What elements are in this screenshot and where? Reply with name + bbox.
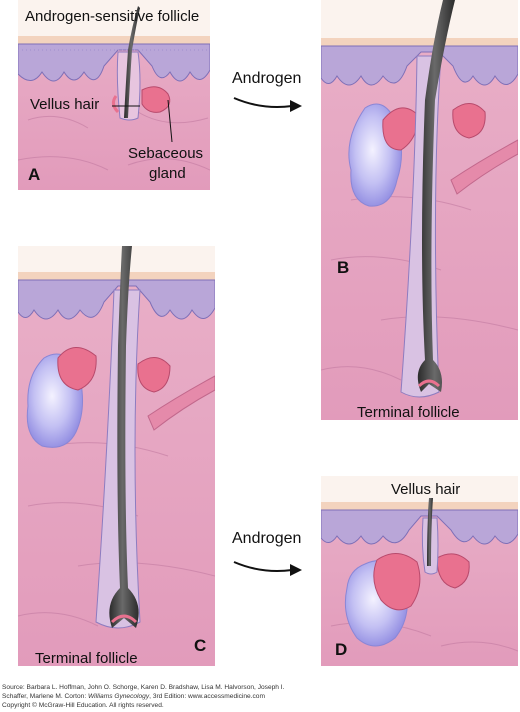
panel-b: B Terminal follicle (321, 0, 518, 420)
sebaceous-label-2: gland (149, 165, 186, 182)
androgen-arrow-bottom (233, 561, 302, 576)
vellus-hair-label: Vellus hair (30, 96, 100, 113)
sebaceous-pointer (167, 100, 173, 143)
panel-b-letter: B (337, 258, 350, 277)
panel-a-letter: A (28, 165, 41, 184)
vellus-hair-pointer (112, 105, 140, 107)
androgen-label-bottom: Androgen (232, 530, 302, 547)
panel-c-illustration (18, 246, 215, 666)
sebaceous-label-1: Sebaceous (128, 145, 204, 162)
source-line-1: Source: Barbara L. Hoffman, John O. Scho… (2, 684, 285, 691)
panel-d: Vellus hair D (321, 476, 518, 666)
androgen-label-top: Androgen (232, 70, 302, 87)
panel-d-vellus-label: Vellus hair (391, 481, 461, 498)
panel-a-title: Androgen-sensitive follicle (25, 8, 200, 25)
panel-c-letter: C (194, 636, 207, 655)
panel-a-illustration (18, 0, 210, 190)
source-line-2: Schaffer, Marlene M. Corton: Williams Gy… (2, 693, 265, 700)
source-line-3: Copyright © McGraw-Hill Education. All r… (2, 702, 164, 709)
panel-a: Androgen-sensitive follicle Vellus hair … (18, 0, 210, 190)
panel-b-illustration (321, 0, 518, 420)
panel-b-terminal-label: Terminal follicle (357, 404, 460, 420)
panel-c: C Terminal follicle (18, 246, 215, 666)
panel-d-illustration (321, 476, 518, 666)
panel-c-terminal-label: Terminal follicle (35, 650, 138, 666)
panel-d-letter: D (335, 640, 348, 659)
androgen-arrow-top (233, 97, 302, 112)
source-credit: Source: Barbara L. Hoffman, John O. Scho… (2, 683, 302, 710)
